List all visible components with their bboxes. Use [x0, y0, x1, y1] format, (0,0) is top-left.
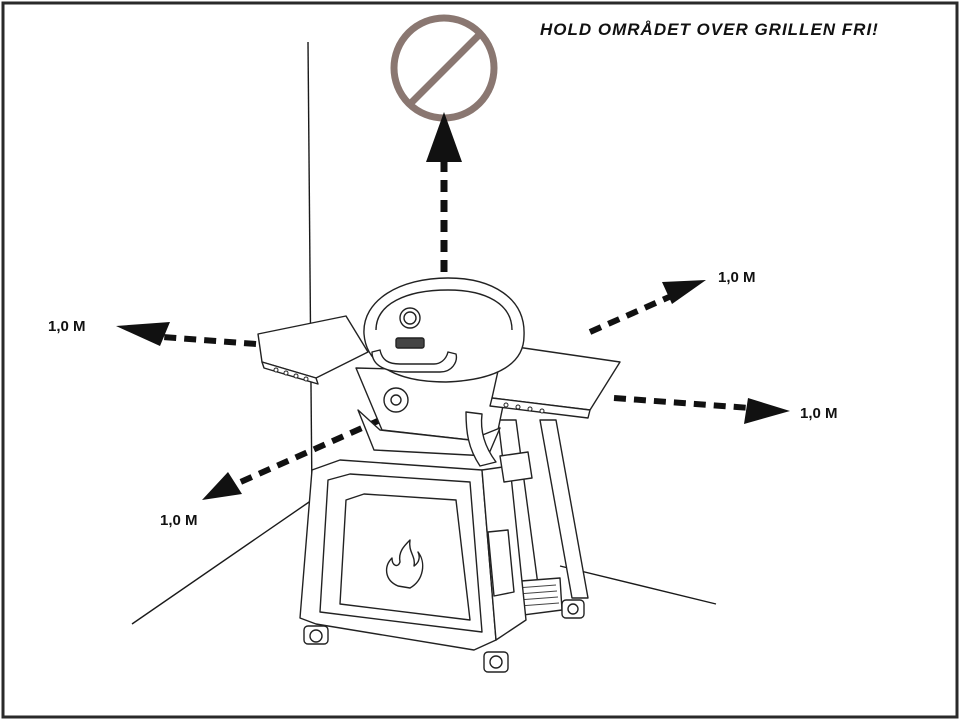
lid-handle — [371, 349, 458, 373]
distance-label-right: 1,0 M — [718, 269, 756, 286]
prohibition-icon — [390, 14, 498, 122]
flame-logo-icon — [385, 539, 424, 589]
grill-illustration — [257, 277, 621, 673]
distance-label-left: 1,0 M — [48, 318, 86, 335]
arrow-front-right — [613, 395, 790, 424]
caster-front-left — [303, 625, 329, 645]
arrow-right — [588, 280, 706, 335]
distance-label-front-right: 1,0 M — [800, 405, 838, 422]
arrow-up — [426, 112, 462, 272]
caster-front-right — [483, 651, 509, 673]
caster-back-right — [561, 599, 585, 619]
distance-label-front-left: 1,0 M — [160, 512, 198, 529]
clearance-warning-title: HOLD OMRÅDET OVER GRILLEN FRI! — [540, 20, 879, 39]
brand-plate — [395, 337, 425, 349]
arrow-left — [116, 322, 257, 347]
